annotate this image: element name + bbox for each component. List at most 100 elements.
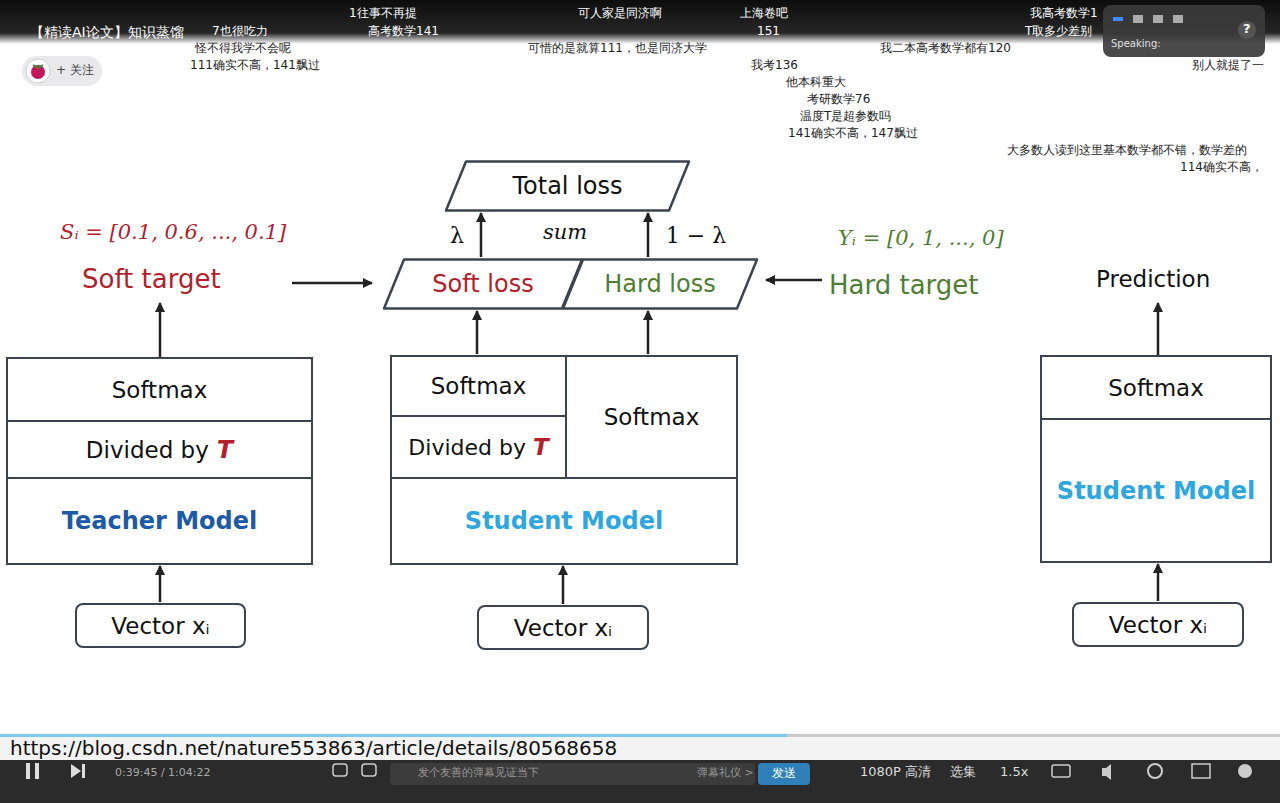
follow-button-text: + 关注: [56, 63, 94, 77]
arrow-line: [159, 303, 162, 357]
node-text: T: [217, 436, 233, 464]
layer-box: Softmax: [1040, 355, 1272, 420]
connector-arrow: [476, 311, 479, 354]
danmaku: 我高考数学1: [1030, 6, 1098, 20]
node-text-group: Softmax: [604, 404, 700, 430]
loss-parallelogram: Hard loss: [562, 258, 758, 310]
node-text: Softmax: [112, 377, 208, 403]
node-text: Total loss: [512, 172, 622, 200]
danmaku: 141确实不高，147飘过: [788, 126, 918, 140]
node-text-group: Divided by T: [86, 436, 233, 464]
node-text-group: Student Model: [465, 507, 663, 535]
overlay-icon: [1133, 15, 1143, 23]
layer-box: Softmax: [6, 357, 313, 422]
arrow-line: [766, 279, 822, 282]
speaking-text: Speaking:: [1111, 38, 1161, 50]
input-box: Vector xᵢ: [1072, 602, 1244, 647]
layer-box: Student Model: [390, 477, 738, 565]
source-url: https://blog.csdn.net/nature553863/artic…: [10, 736, 617, 760]
arrow-line: [1157, 303, 1160, 355]
quality-button: 1080P 高清: [860, 764, 931, 780]
overlay-icon: [1173, 15, 1183, 23]
connector-arrow: [647, 311, 650, 354]
help-icon-text: ?: [1243, 21, 1251, 37]
next-icon: [71, 764, 81, 778]
node-text-group: Vector xᵢ: [111, 613, 209, 639]
player-bar: [0, 760, 1280, 803]
parallelogram-shape: [384, 260, 582, 309]
avatar-leaf: [33, 65, 43, 68]
danmaku: 温度T是超参数吗: [800, 109, 891, 123]
pip-icon: [1192, 764, 1210, 778]
send-button-text: 发送: [772, 766, 796, 780]
arrow-line: [292, 282, 372, 285]
danmaku: 上海卷吧: [740, 6, 788, 20]
connector-arrow: [647, 213, 650, 257]
danmaku: 考研数学76: [807, 92, 870, 106]
node-text: Vector xᵢ: [1109, 612, 1207, 638]
danmaku-input: [390, 763, 755, 785]
node-text-group: Divided byT: [408, 434, 548, 460]
avatar: [26, 59, 50, 83]
danmaku-placeholder: 发个友善的弹幕见证当下: [418, 766, 539, 779]
overlay-icon: [1113, 17, 1123, 21]
node-text: Student Model: [1057, 477, 1255, 505]
help-icon: [1238, 21, 1256, 39]
danmaku: 114确实不高，: [1180, 160, 1263, 174]
danmaku-etiquette: 弹幕礼仪 >: [697, 766, 754, 779]
danmaku: T取多少差别: [1025, 24, 1092, 38]
sum-label: sum: [543, 220, 587, 245]
parallelogram-shape: [563, 260, 757, 309]
layer-box: Teacher Model: [6, 477, 313, 565]
avatar-berry: [31, 65, 45, 79]
input-box: Vector xᵢ: [75, 603, 246, 648]
node-text-group: Softmax: [431, 373, 527, 399]
connector-arrow: [562, 566, 565, 604]
node-text-group: Vector xᵢ: [1109, 612, 1207, 638]
settings-icon: [1148, 764, 1162, 778]
layer-box: Divided byT: [390, 415, 567, 479]
follow-pill: [22, 56, 102, 86]
node-text-group: Soft loss: [432, 270, 533, 298]
layer-box: Softmax: [565, 355, 738, 479]
node-text-group: Hard loss: [604, 270, 715, 298]
layer-box: Softmax: [390, 355, 567, 417]
hard-target-values: Yᵢ = [0, 1, ..., 0]: [838, 226, 1004, 251]
parallelogram-shape: [446, 162, 689, 211]
node-text: Vector xᵢ: [514, 615, 612, 641]
hard-target-label: Hard target: [829, 270, 979, 301]
prediction-label: Prediction: [1096, 266, 1210, 294]
speaking-overlay: [1103, 5, 1265, 57]
edge-label: λ: [447, 223, 467, 248]
node-text: Divided by: [408, 435, 526, 460]
node-text: Softmax: [1108, 375, 1204, 401]
danmaku-icon: [333, 764, 347, 776]
loss-parallelogram: Soft loss: [383, 258, 583, 310]
soft-target-label: Soft target: [82, 264, 221, 295]
node-text: Soft loss: [432, 270, 533, 298]
soft-target-values: Sᵢ = [0.1, 0.6, ..., 0.1]: [60, 220, 286, 245]
connector-arrow: [480, 213, 483, 257]
video-title: 【精读AI论文】知识蒸馏: [30, 24, 184, 41]
connector-arrow: [159, 566, 162, 602]
volume-icon: [1102, 764, 1111, 780]
url-strip: [0, 733, 1280, 760]
input-box: Vector xᵢ: [477, 605, 649, 650]
node-text: Divided by: [86, 437, 209, 463]
loss-parallelogram: Total loss: [445, 160, 690, 212]
danmaku-toggle: [1052, 765, 1070, 777]
danmaku: 他本科重大: [786, 75, 846, 89]
danmaku: 我二本高考数学都有120: [880, 41, 1011, 55]
fullscreen-icon: [1238, 764, 1252, 778]
node-text-group: Softmax: [112, 377, 208, 403]
node-text: Softmax: [431, 373, 527, 399]
layer-box: Divided by T: [6, 420, 313, 479]
danmaku: 可人家是同济啊: [578, 6, 662, 20]
node-text-group: Teacher Model: [62, 507, 258, 535]
danmaku: 大多数人读到这里基本数学都不错，数学差的: [1007, 143, 1247, 157]
time-display: 0:39:45 / 1:04:22: [115, 766, 211, 779]
danmaku: 151: [757, 24, 780, 38]
node-text: Teacher Model: [62, 507, 258, 535]
danmaku: 1往事不再提: [349, 6, 417, 20]
